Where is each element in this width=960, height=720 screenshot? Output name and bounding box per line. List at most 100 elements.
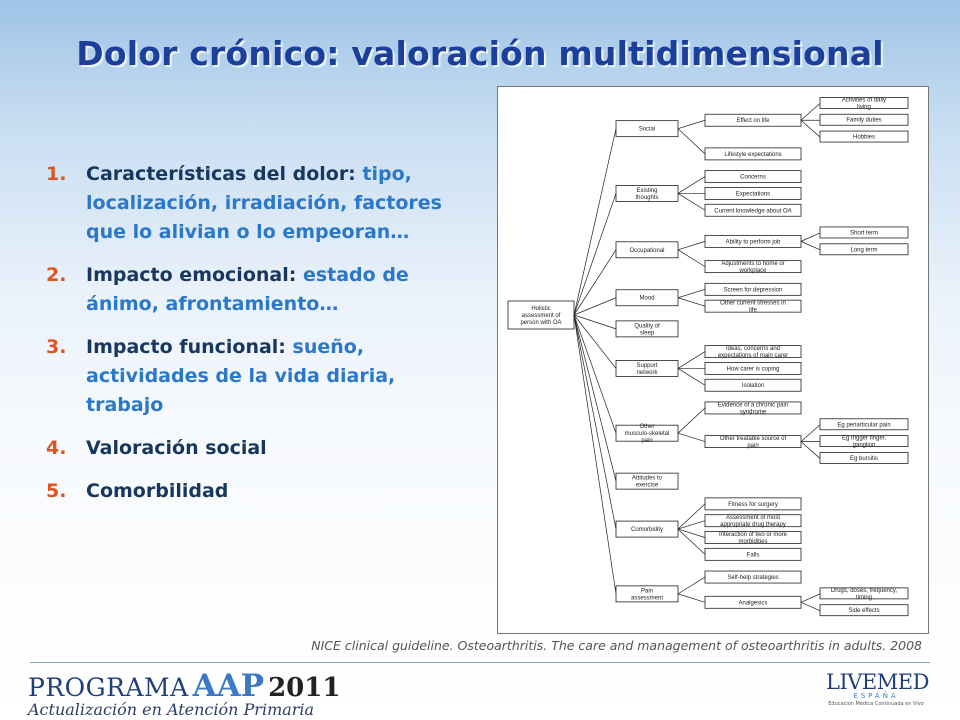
sub-node-box bbox=[704, 299, 802, 313]
category-connector bbox=[677, 593, 706, 603]
item-label: Impacto emocional: bbox=[86, 264, 297, 286]
sub-connector bbox=[800, 601, 821, 612]
category-connector bbox=[677, 576, 706, 595]
root-connector bbox=[573, 314, 617, 530]
sub-connector bbox=[800, 241, 821, 251]
leaf-node-label: Family duties bbox=[846, 118, 881, 124]
root-connector bbox=[573, 128, 617, 316]
category-connector bbox=[677, 128, 706, 155]
sub-node-label: Self-help strategies bbox=[727, 575, 778, 581]
sub-node-label: Falls bbox=[747, 552, 760, 558]
category-connector bbox=[677, 241, 706, 251]
item-label: Impacto funcional: bbox=[86, 336, 286, 358]
list-item: 3. Impacto funcional: sueño, actividades… bbox=[46, 333, 456, 420]
slide-title: Dolor crónico: valoración multidimension… bbox=[76, 34, 884, 73]
logo-aap-text: AAP bbox=[192, 668, 265, 704]
item-label: Comorbilidad bbox=[86, 480, 229, 502]
category-connector bbox=[677, 528, 706, 538]
item-detail: estado de ánimo, afrontamiento… bbox=[86, 264, 409, 315]
category-connector bbox=[677, 119, 706, 129]
sub-node-label: Isolation bbox=[742, 383, 764, 389]
sub-connector bbox=[800, 103, 821, 121]
livemed-tagline: Educación Médica Continuada en Vivo bbox=[828, 701, 924, 707]
leaf-node-label: Drugs, doses, frequency,timing bbox=[831, 588, 898, 601]
category-connector bbox=[677, 503, 706, 530]
category-node-label: Comorbidity bbox=[631, 527, 663, 533]
leaf-node-box bbox=[819, 243, 909, 256]
sub-node-label: Effect on life bbox=[737, 118, 771, 124]
list-item: 5. Comorbilidad bbox=[46, 477, 456, 506]
livemed-country-text: ESPAÑA bbox=[853, 692, 899, 700]
leaf-node-box bbox=[819, 587, 909, 600]
sub-connector bbox=[800, 441, 821, 459]
leaf-node-box bbox=[819, 97, 909, 109]
leaf-node-label: Eg periarticular pain bbox=[837, 422, 890, 428]
root-connector bbox=[573, 297, 617, 316]
leaf-node-box bbox=[819, 226, 909, 239]
item-detail: sueño, actividades de la vida diaria, tr… bbox=[86, 336, 396, 416]
root-connector bbox=[573, 314, 617, 369]
root-node-box bbox=[507, 300, 575, 330]
leaf-node-box bbox=[819, 418, 909, 431]
root-connector bbox=[573, 193, 617, 316]
livemed-main-text: LIVEMED bbox=[826, 670, 929, 694]
sub-node-label: Current knowledge about OA bbox=[714, 208, 791, 214]
sub-connector bbox=[800, 232, 821, 242]
root-connector bbox=[573, 314, 617, 482]
list-item: 1. Características del dolor: tipo, loca… bbox=[46, 160, 456, 247]
category-node-label: Mood bbox=[639, 296, 654, 302]
leaf-node-box bbox=[819, 435, 909, 448]
sub-node-label: Screen for depression bbox=[724, 287, 783, 293]
category-connector bbox=[677, 432, 706, 442]
item-number: 1. bbox=[46, 163, 67, 185]
citation-caption: NICE clinical guideline. Osteoarthritis.… bbox=[311, 638, 922, 653]
item-label: Características del dolor: bbox=[86, 163, 356, 185]
sub-node-label: Concerns bbox=[740, 175, 766, 181]
leaf-node-box bbox=[819, 113, 909, 126]
sub-node-label: Fitness for surgery bbox=[728, 502, 778, 508]
sub-node-box bbox=[704, 282, 802, 296]
livemed-logo: LIVEMED ESPAÑA Educación Médica Continua… bbox=[826, 670, 929, 716]
sub-node-box bbox=[704, 514, 802, 528]
leaf-node-label: Eg bursitis bbox=[850, 456, 878, 462]
item-label: Valoración social bbox=[86, 437, 267, 459]
list-item: 2. Impacto emocional: estado de ánimo, a… bbox=[46, 261, 456, 319]
category-connector bbox=[677, 176, 706, 194]
item-number: 2. bbox=[46, 264, 67, 286]
leaf-node-label: Long term bbox=[850, 247, 877, 253]
item-number: 4. bbox=[46, 437, 67, 459]
sub-node-label: Lifestyle expectations bbox=[724, 152, 781, 158]
sub-node-box bbox=[704, 547, 802, 561]
root-connector bbox=[573, 314, 617, 594]
item-detail: tipo, localización, irradiación, factore… bbox=[86, 163, 442, 243]
category-connector bbox=[677, 520, 706, 530]
logo-programa-text: PROGRAMA bbox=[28, 673, 189, 702]
item-number: 3. bbox=[46, 336, 67, 358]
leaf-node-label: Short term bbox=[850, 230, 878, 236]
category-connector bbox=[677, 351, 706, 369]
sub-node-label: Expectations bbox=[736, 191, 770, 197]
sub-connector bbox=[800, 593, 821, 603]
footer-divider bbox=[30, 662, 930, 663]
leaf-node-label: Eg trigger finger,ganglion bbox=[842, 436, 886, 449]
category-connector bbox=[677, 288, 706, 299]
root-connector bbox=[573, 314, 617, 330]
leaf-node-label: Side effects bbox=[848, 608, 879, 614]
assessment-list: 1. Características del dolor: tipo, loca… bbox=[46, 160, 456, 520]
